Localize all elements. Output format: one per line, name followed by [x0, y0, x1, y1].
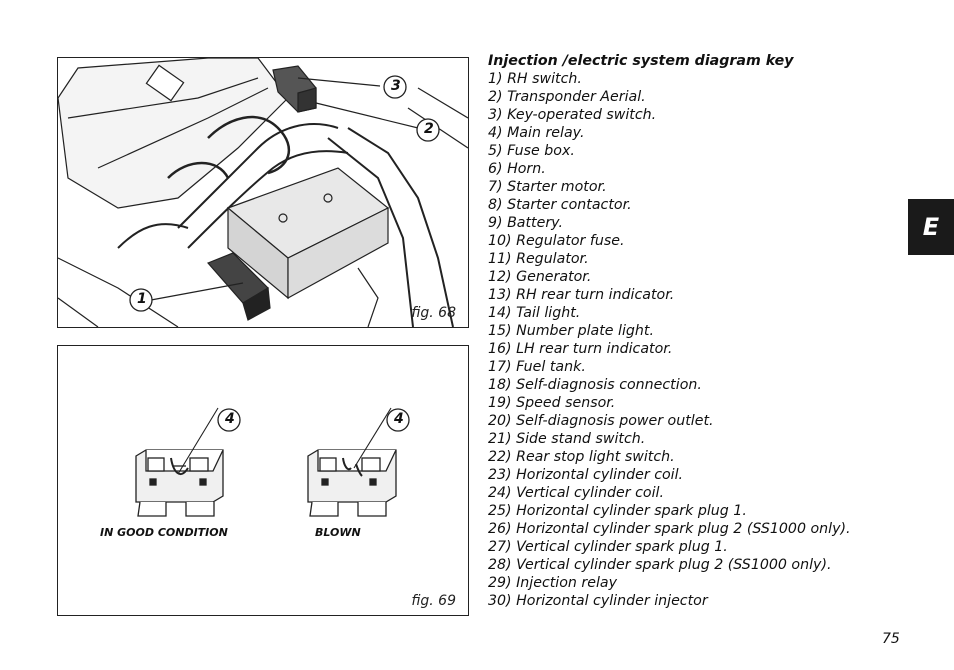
- key-item: 2) Transponder Aerial.: [488, 89, 646, 105]
- blown-fuse-icon: [307, 407, 397, 517]
- key-item: 6) Horn.: [488, 161, 546, 177]
- key-item: 29) Injection relay: [488, 575, 618, 591]
- key-list: 1) RH switch. 2) Transponder Aerial. 3) Ke…: [488, 70, 908, 610]
- key-item: 15) Number plate light.: [488, 323, 654, 339]
- blown-label: BLOWN: [315, 526, 361, 539]
- key-item: 13) RH rear turn indicator.: [488, 287, 675, 303]
- key-item: 14) Tail light.: [488, 305, 581, 321]
- key-item: 23) Horizontal cylinder coil.: [488, 467, 684, 483]
- page-number: 75: [882, 631, 900, 647]
- key-item: 9) Battery.: [488, 215, 563, 231]
- key-item: 4) Main relay.: [488, 125, 585, 141]
- key-item: 20) Self-diagnosis power outlet.: [488, 413, 714, 429]
- figure-label: fig. 68: [411, 305, 456, 321]
- key-item: 11) Regulator.: [488, 251, 589, 267]
- section-tab: E: [908, 199, 954, 255]
- figure-label: fig. 69: [411, 593, 456, 609]
- key-item: 1) RH switch.: [488, 71, 582, 87]
- key-item: 22) Rear stop light switch.: [488, 449, 675, 465]
- key-item: 27) Vertical cylinder spark plug 1.: [488, 539, 728, 555]
- good-condition-label: IN GOOD CONDITION: [100, 526, 228, 539]
- callout-2: 2: [424, 121, 434, 137]
- key-item: 16) LH rear turn indicator.: [488, 341, 673, 357]
- key-item: 19) Speed sensor.: [488, 395, 616, 411]
- key-item: 12) Generator.: [488, 269, 592, 285]
- key-item: 26) Horizontal cylinder spark plug 2 (SS…: [488, 521, 851, 537]
- engine-bay-illustration: [58, 58, 468, 327]
- key-item: 3) Key-operated switch.: [488, 107, 657, 123]
- callout-3: 3: [391, 78, 401, 94]
- key-item: 24) Vertical cylinder coil.: [488, 485, 665, 501]
- key-item: 21) Side stand switch.: [488, 431, 646, 447]
- figure-69: 4 4 IN GOOD CONDITION BLOWN fig. 69: [57, 345, 469, 616]
- key-title: Injection /electric system diagram key: [488, 53, 794, 69]
- key-item: 25) Horizontal cylinder spark plug 1.: [488, 503, 747, 519]
- key-item: 30) Horizontal cylinder injector: [488, 593, 708, 609]
- key-item: 7) Starter motor.: [488, 179, 607, 195]
- fuse-illustration: [135, 407, 410, 517]
- key-item: 18) Self-diagnosis connection.: [488, 377, 702, 393]
- key-item: 17) Fuel tank.: [488, 359, 586, 375]
- good-fuse-icon: [135, 407, 224, 517]
- figure-68: 3 2 1 fig. 68: [57, 57, 469, 328]
- callout-4-blown: 4: [394, 411, 404, 427]
- callout-4-good: 4: [225, 411, 235, 427]
- callout-1: 1: [137, 291, 147, 307]
- key-item: 28) Vertical cylinder spark plug 2 (SS10…: [488, 557, 832, 573]
- key-item: 8) Starter contactor.: [488, 197, 632, 213]
- key-item: 5) Fuse box.: [488, 143, 575, 159]
- diagram-key: Injection /electric system diagram key 1…: [488, 52, 908, 610]
- key-item: 10) Regulator fuse.: [488, 233, 625, 249]
